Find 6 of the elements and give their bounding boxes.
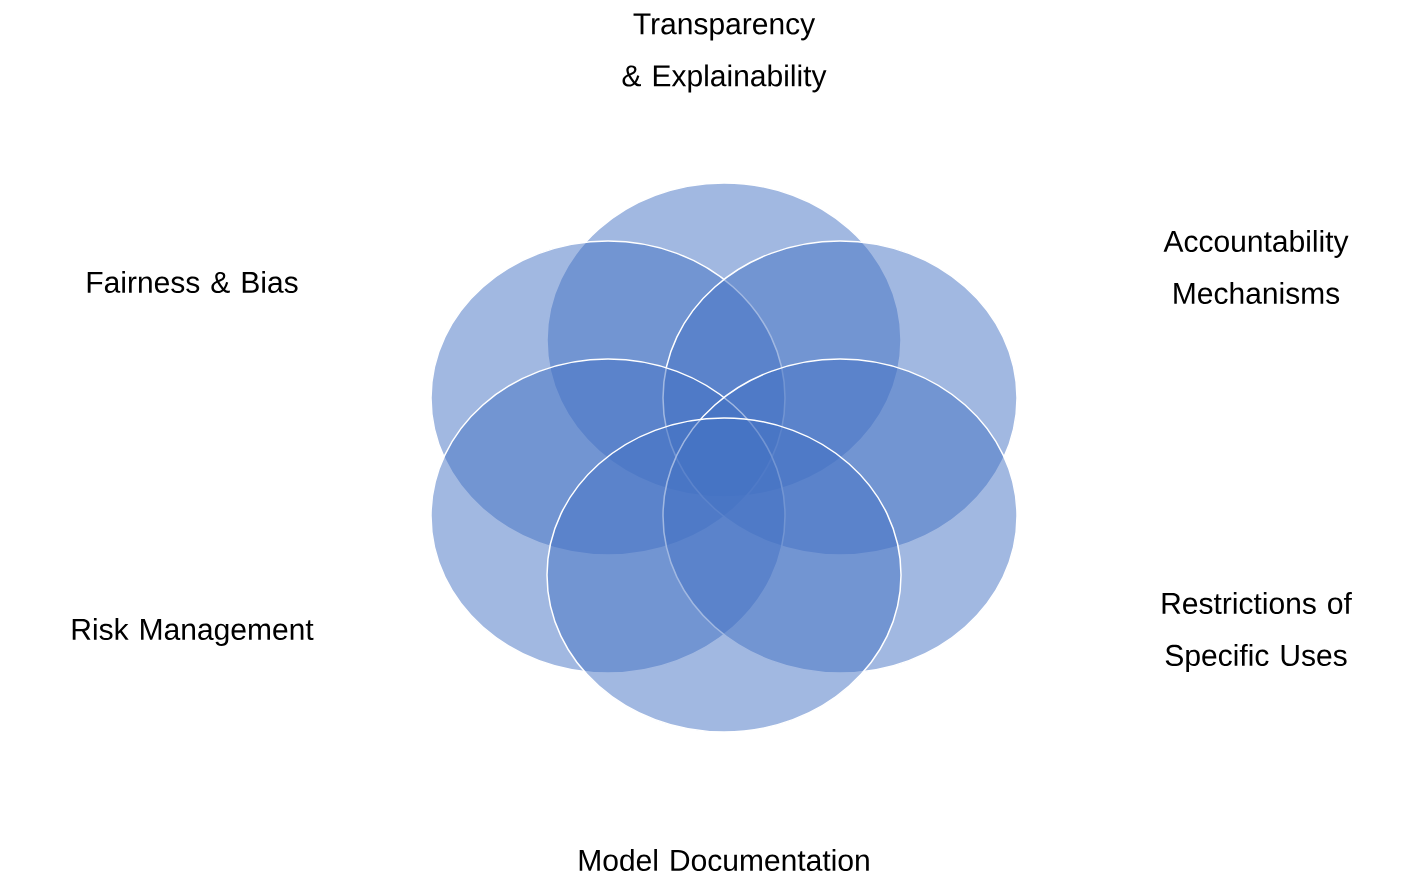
ellipse-label: Model Documentation [579,849,869,871]
ellipse-label: Risk Management [72,618,314,646]
ellipse-label: Restrictions of Specific Uses [1162,592,1352,672]
ellipse-label: Accountability Mechanisms [1163,230,1349,304]
ellipse-label: Transparency & Explainability [622,13,827,93]
ellipse-label: Fairness & Bias [87,271,298,293]
